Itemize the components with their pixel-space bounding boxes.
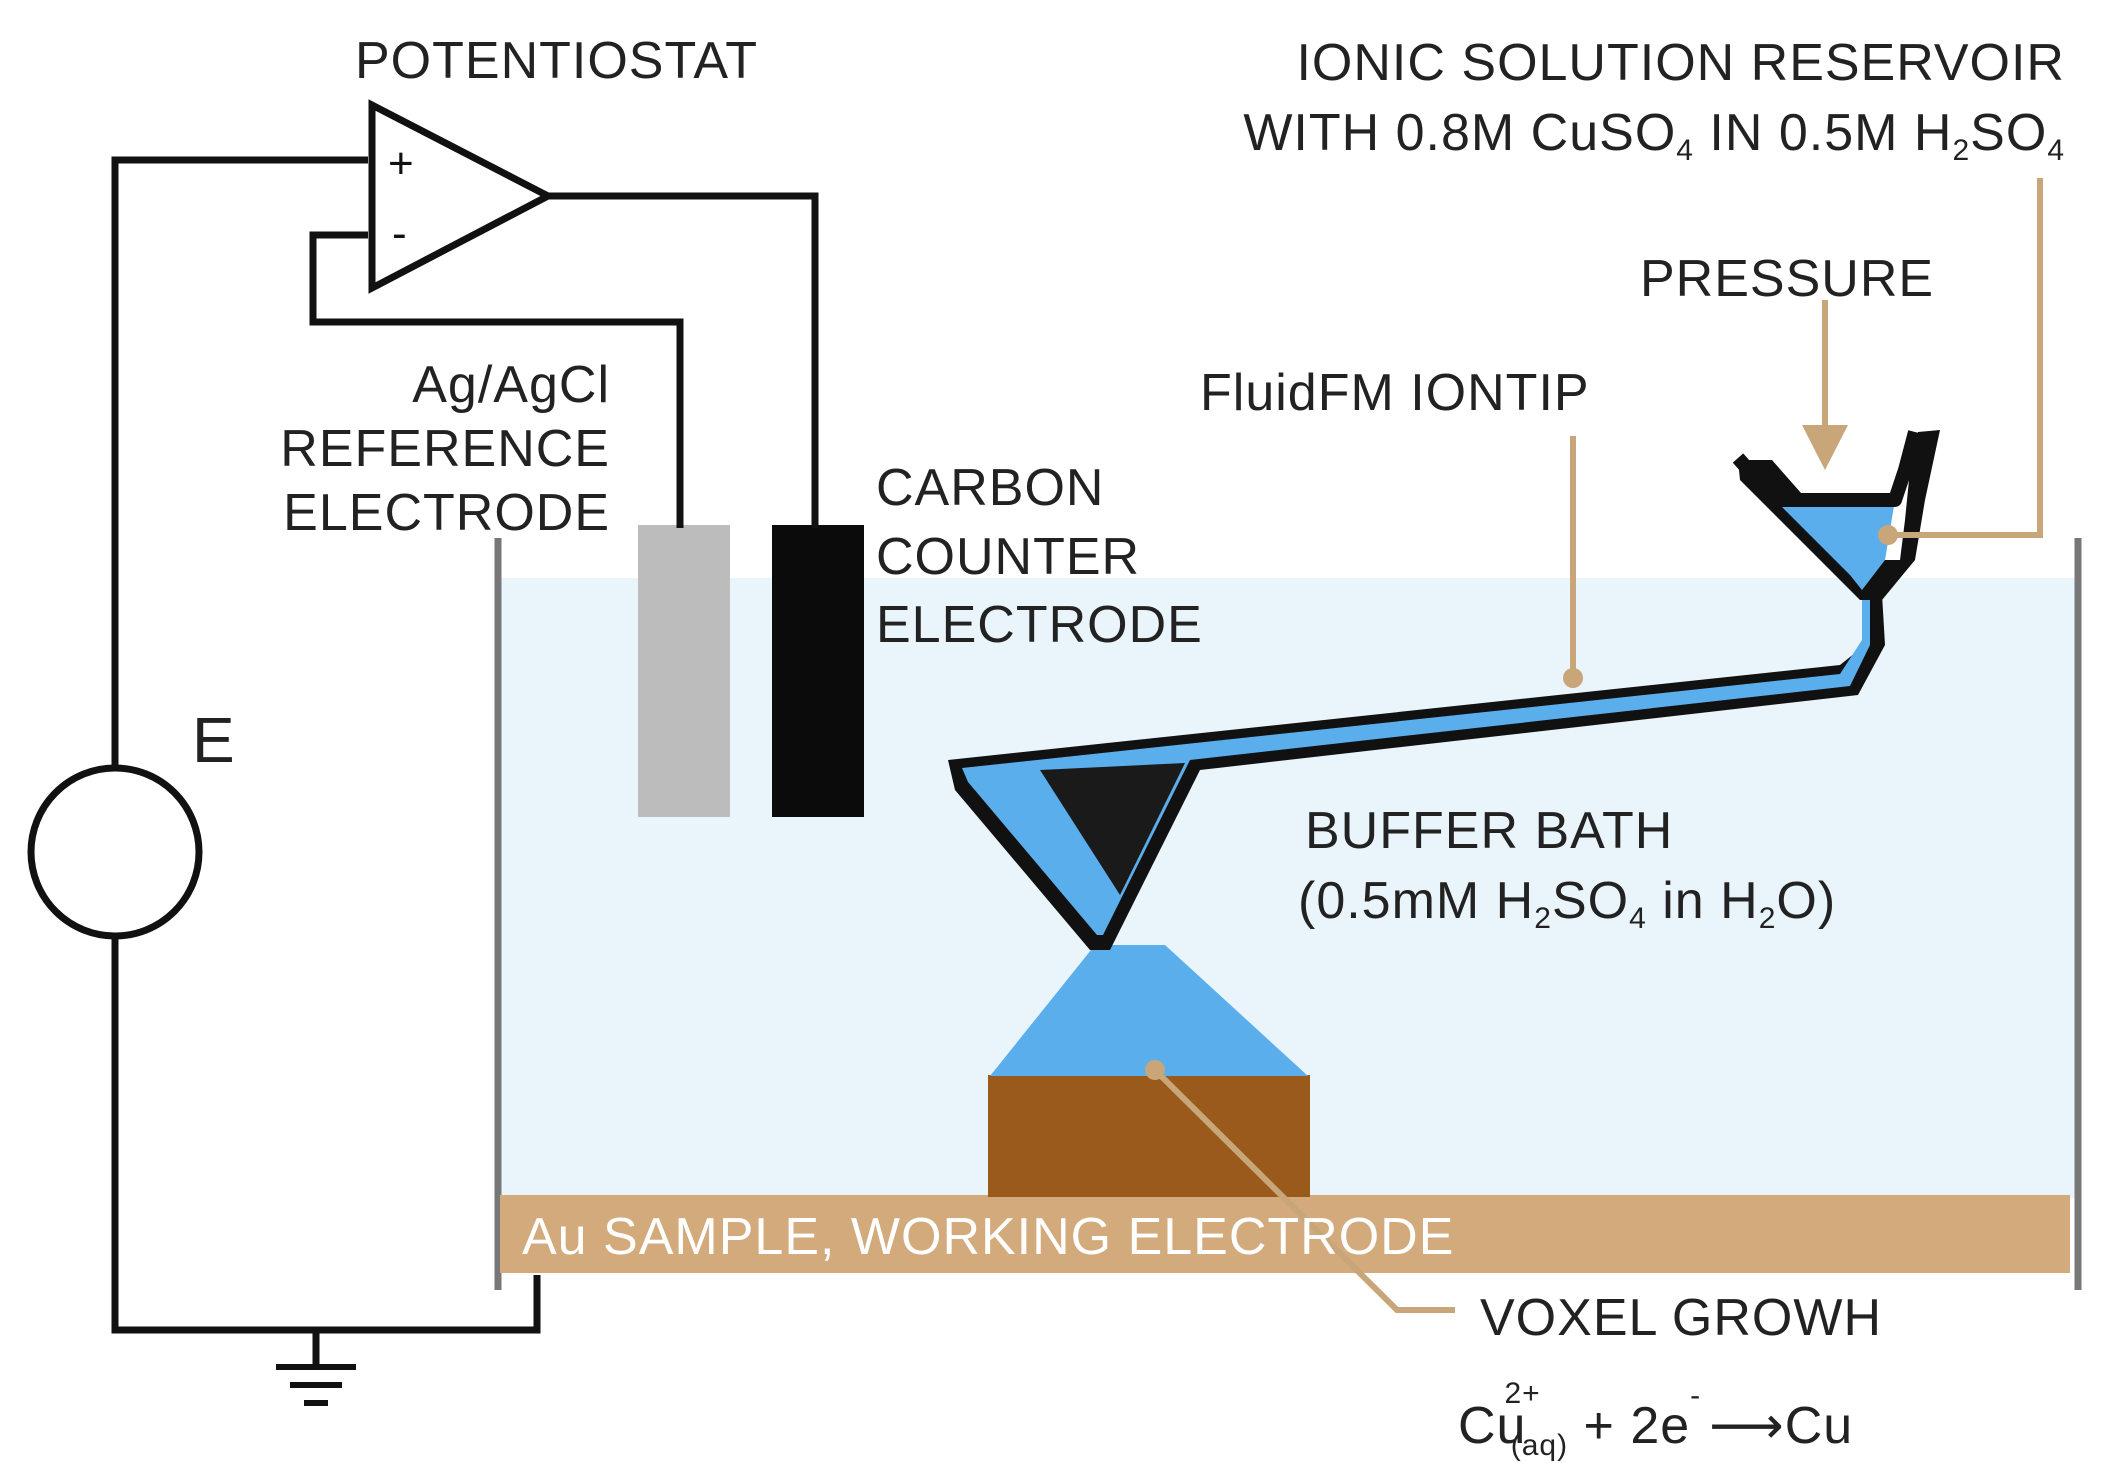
wire-source-to-sample	[111, 935, 541, 1334]
pressure-arrowhead	[1802, 425, 1848, 470]
label-reference-line2: REFERENCE	[280, 420, 610, 478]
label-source: E	[192, 704, 236, 776]
label-buffer-line1: BUFFER BATH	[1305, 802, 1673, 860]
label-voxel: VOXEL GROWH	[1480, 1289, 1882, 1347]
meniscus	[990, 945, 1308, 1076]
wire-opamp-minus-to-reference	[309, 231, 684, 528]
voltage-source	[27, 764, 203, 940]
label-reference-line3: ELECTRODE	[283, 484, 610, 542]
label-buffer-line2: (0.5mM H2SO4 in H2O)	[1298, 872, 1836, 935]
reaction-equation: Cu2+(aq) + 2e-⟶Cu	[1458, 1377, 1853, 1462]
wire-opamp-out-to-counter	[548, 192, 819, 528]
reference-electrode	[638, 525, 730, 817]
leader-voxel-dot	[1145, 1060, 1165, 1080]
reservoir-funnel	[1738, 430, 1940, 600]
wire-source-to-opamp-plus	[111, 156, 368, 768]
label-reference-line1: Ag/AgCl	[412, 356, 610, 414]
iontip-pyramid	[1040, 763, 1185, 895]
label-counter-line2: COUNTER	[876, 528, 1140, 586]
label-pressure: PRESSURE	[1640, 250, 1934, 308]
reservoir-fluid	[1775, 500, 1895, 590]
iontip-channel	[962, 590, 1870, 935]
leader-voxel	[1152, 1067, 1455, 1313]
leader-reservoir-dot	[1878, 525, 1898, 545]
leader-iontip-dot	[1563, 668, 1583, 688]
reservoir-rim	[1732, 430, 1922, 507]
voxel	[988, 1075, 1310, 1197]
label-counter-line3: ELECTRODE	[876, 596, 1203, 654]
label-reservoir-line2: WITH 0.8M CuSO4 IN 0.5M H2SO4	[1243, 104, 2065, 167]
ground-icon	[276, 1364, 356, 1406]
au-sample	[500, 1195, 2070, 1273]
opamp-triangle	[368, 99, 556, 294]
label-counter-line1: CARBON	[876, 459, 1104, 517]
opamp-plus-sign: +	[388, 139, 414, 188]
opamp-minus-sign: -	[392, 209, 407, 258]
counter-electrode	[772, 525, 864, 817]
label-au-sample: Au SAMPLE, WORKING ELECTRODE	[522, 1208, 1454, 1266]
label-reservoir-line1: IONIC SOLUTION RESERVOIR	[1296, 34, 2065, 92]
label-iontip: FluidFM IONTIP	[1200, 364, 1590, 422]
label-potentiostat: POTENTIOSTAT	[355, 32, 758, 90]
leader-reservoir	[1888, 178, 2043, 538]
